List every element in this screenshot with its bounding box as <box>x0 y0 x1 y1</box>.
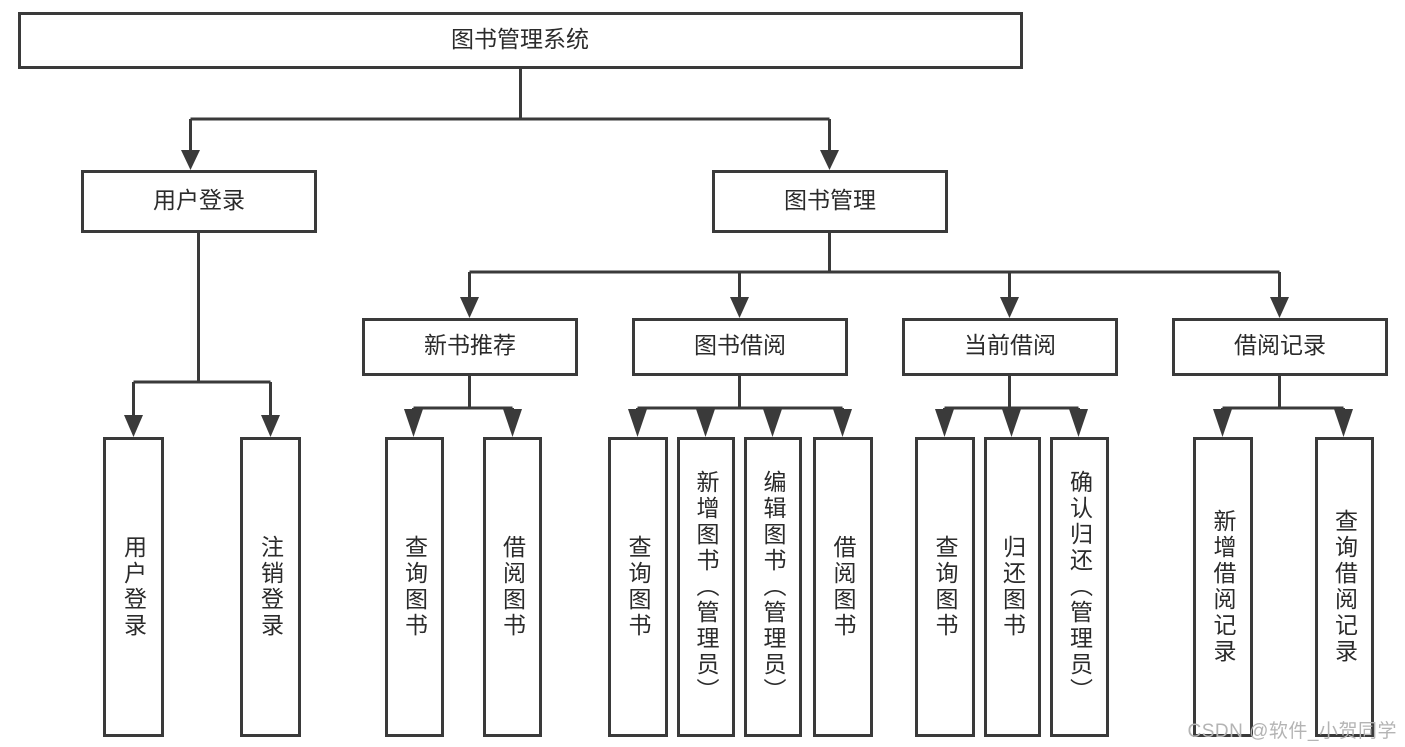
arrow-bb-4 <box>833 409 852 437</box>
node-book-borrow-label: 图书借阅 <box>694 332 786 358</box>
arrow-cb-2 <box>1002 409 1021 437</box>
connector-group-user-login <box>124 232 280 437</box>
leaf-box-edit-book-admin[interactable] <box>744 437 802 737</box>
arrow-root-to-book-management <box>820 150 839 170</box>
leaf-box-return-book[interactable] <box>984 437 1041 737</box>
arrow-bb-2 <box>696 409 715 437</box>
leaf-box-add-borrow-record[interactable] <box>1193 437 1253 737</box>
csdn-watermark: CSDN @软件_小贺同学 <box>1187 721 1397 742</box>
leaf-box-query-book-3[interactable] <box>915 437 975 737</box>
arrow-nbr-2 <box>503 409 522 437</box>
node-root-box[interactable] <box>18 12 1023 69</box>
leaf-box-user-login[interactable] <box>103 437 164 737</box>
node-current-borrow-box[interactable] <box>902 318 1118 376</box>
node-new-book-recommend-label: 新书推荐 <box>424 332 516 358</box>
arrow-bm-1 <box>460 297 479 318</box>
connector-group-root <box>181 68 839 170</box>
arrow-br-2 <box>1334 409 1353 437</box>
node-book-borrow-box[interactable] <box>632 318 848 376</box>
arrow-br-1 <box>1213 409 1232 437</box>
node-new-book-recommend-box[interactable] <box>362 318 578 376</box>
arrow-cb-1 <box>935 409 954 437</box>
arrow-bm-3 <box>1000 297 1019 318</box>
connector-group-new-book-recommend <box>404 375 522 437</box>
leaf-box-borrow-book-1[interactable] <box>483 437 542 737</box>
leaf-box-confirm-return-admin[interactable] <box>1050 437 1109 737</box>
leaf-box-logout-login[interactable] <box>240 437 301 737</box>
arrow-cb-3 <box>1069 409 1088 437</box>
leaf-box-add-book-admin[interactable] <box>677 437 735 737</box>
leaf-box-query-borrow-record[interactable] <box>1315 437 1374 737</box>
arrow-bb-3 <box>763 409 782 437</box>
node-user-login-label: 用户登录 <box>153 187 245 213</box>
arrow-nbr-1 <box>404 409 423 437</box>
arrow-user-login-2 <box>261 415 280 437</box>
node-current-borrow-label: 当前借阅 <box>964 332 1056 358</box>
leaf-box-borrow-book-2[interactable] <box>813 437 873 737</box>
connector-group-borrow-record <box>1213 375 1353 437</box>
arrow-bb-1 <box>628 409 647 437</box>
connector-group-book-borrow <box>628 375 852 437</box>
node-user-login-box[interactable] <box>81 170 317 233</box>
node-book-management-box[interactable] <box>712 170 948 233</box>
arrow-user-login-1 <box>124 415 143 437</box>
leaf-box-query-book-1[interactable] <box>385 437 444 737</box>
connector-group-book-management <box>460 232 1289 318</box>
node-book-management-label: 图书管理 <box>784 187 876 213</box>
node-borrow-record-box[interactable] <box>1172 318 1388 376</box>
leaf-box-query-book-2[interactable] <box>608 437 668 737</box>
connector-group-current-borrow <box>935 375 1088 437</box>
arrow-root-to-user-login <box>181 150 200 170</box>
arrow-bm-2 <box>730 297 749 318</box>
node-borrow-record-label: 借阅记录 <box>1234 332 1326 358</box>
node-root-label: 图书管理系统 <box>451 26 589 52</box>
arrow-bm-4 <box>1270 297 1289 318</box>
